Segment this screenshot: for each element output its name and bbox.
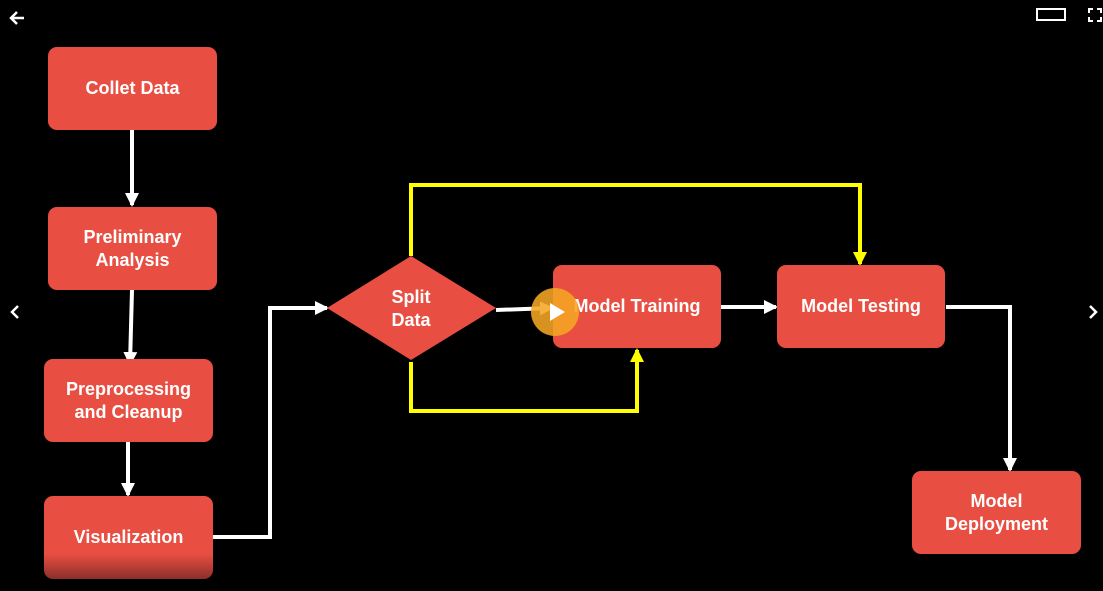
collect-data-node: Collet Data (48, 47, 217, 130)
widescreen-icon[interactable] (1035, 7, 1067, 27)
preprocessing-cleanup-node: Preprocessing and Cleanup (44, 359, 213, 442)
model-training-node: Model Training (553, 265, 721, 348)
chevron-right-icon[interactable] (1086, 302, 1100, 326)
chevron-left-icon[interactable] (8, 302, 22, 326)
play-icon[interactable] (531, 288, 579, 336)
split-data-label: Split Data (391, 287, 431, 330)
visualization-node: Visualization (44, 496, 213, 579)
fullscreen-icon[interactable] (1087, 7, 1103, 27)
model-deployment-node: Model Deployment (912, 471, 1081, 554)
arrow-testing-to-deployment (946, 305, 1017, 472)
preliminary-analysis-node: Preliminary Analysis (48, 207, 217, 290)
model-testing-node: Model Testing (777, 265, 945, 348)
split-data-decision (327, 256, 496, 360)
highlight-path-split-to-training (409, 348, 644, 413)
arrow-preliminary-to-preprocessing (123, 289, 138, 366)
arrow-visualization-to-split (213, 301, 329, 539)
arrow-left-icon[interactable] (8, 8, 26, 32)
highlight-path-split-to-testing (409, 183, 867, 266)
